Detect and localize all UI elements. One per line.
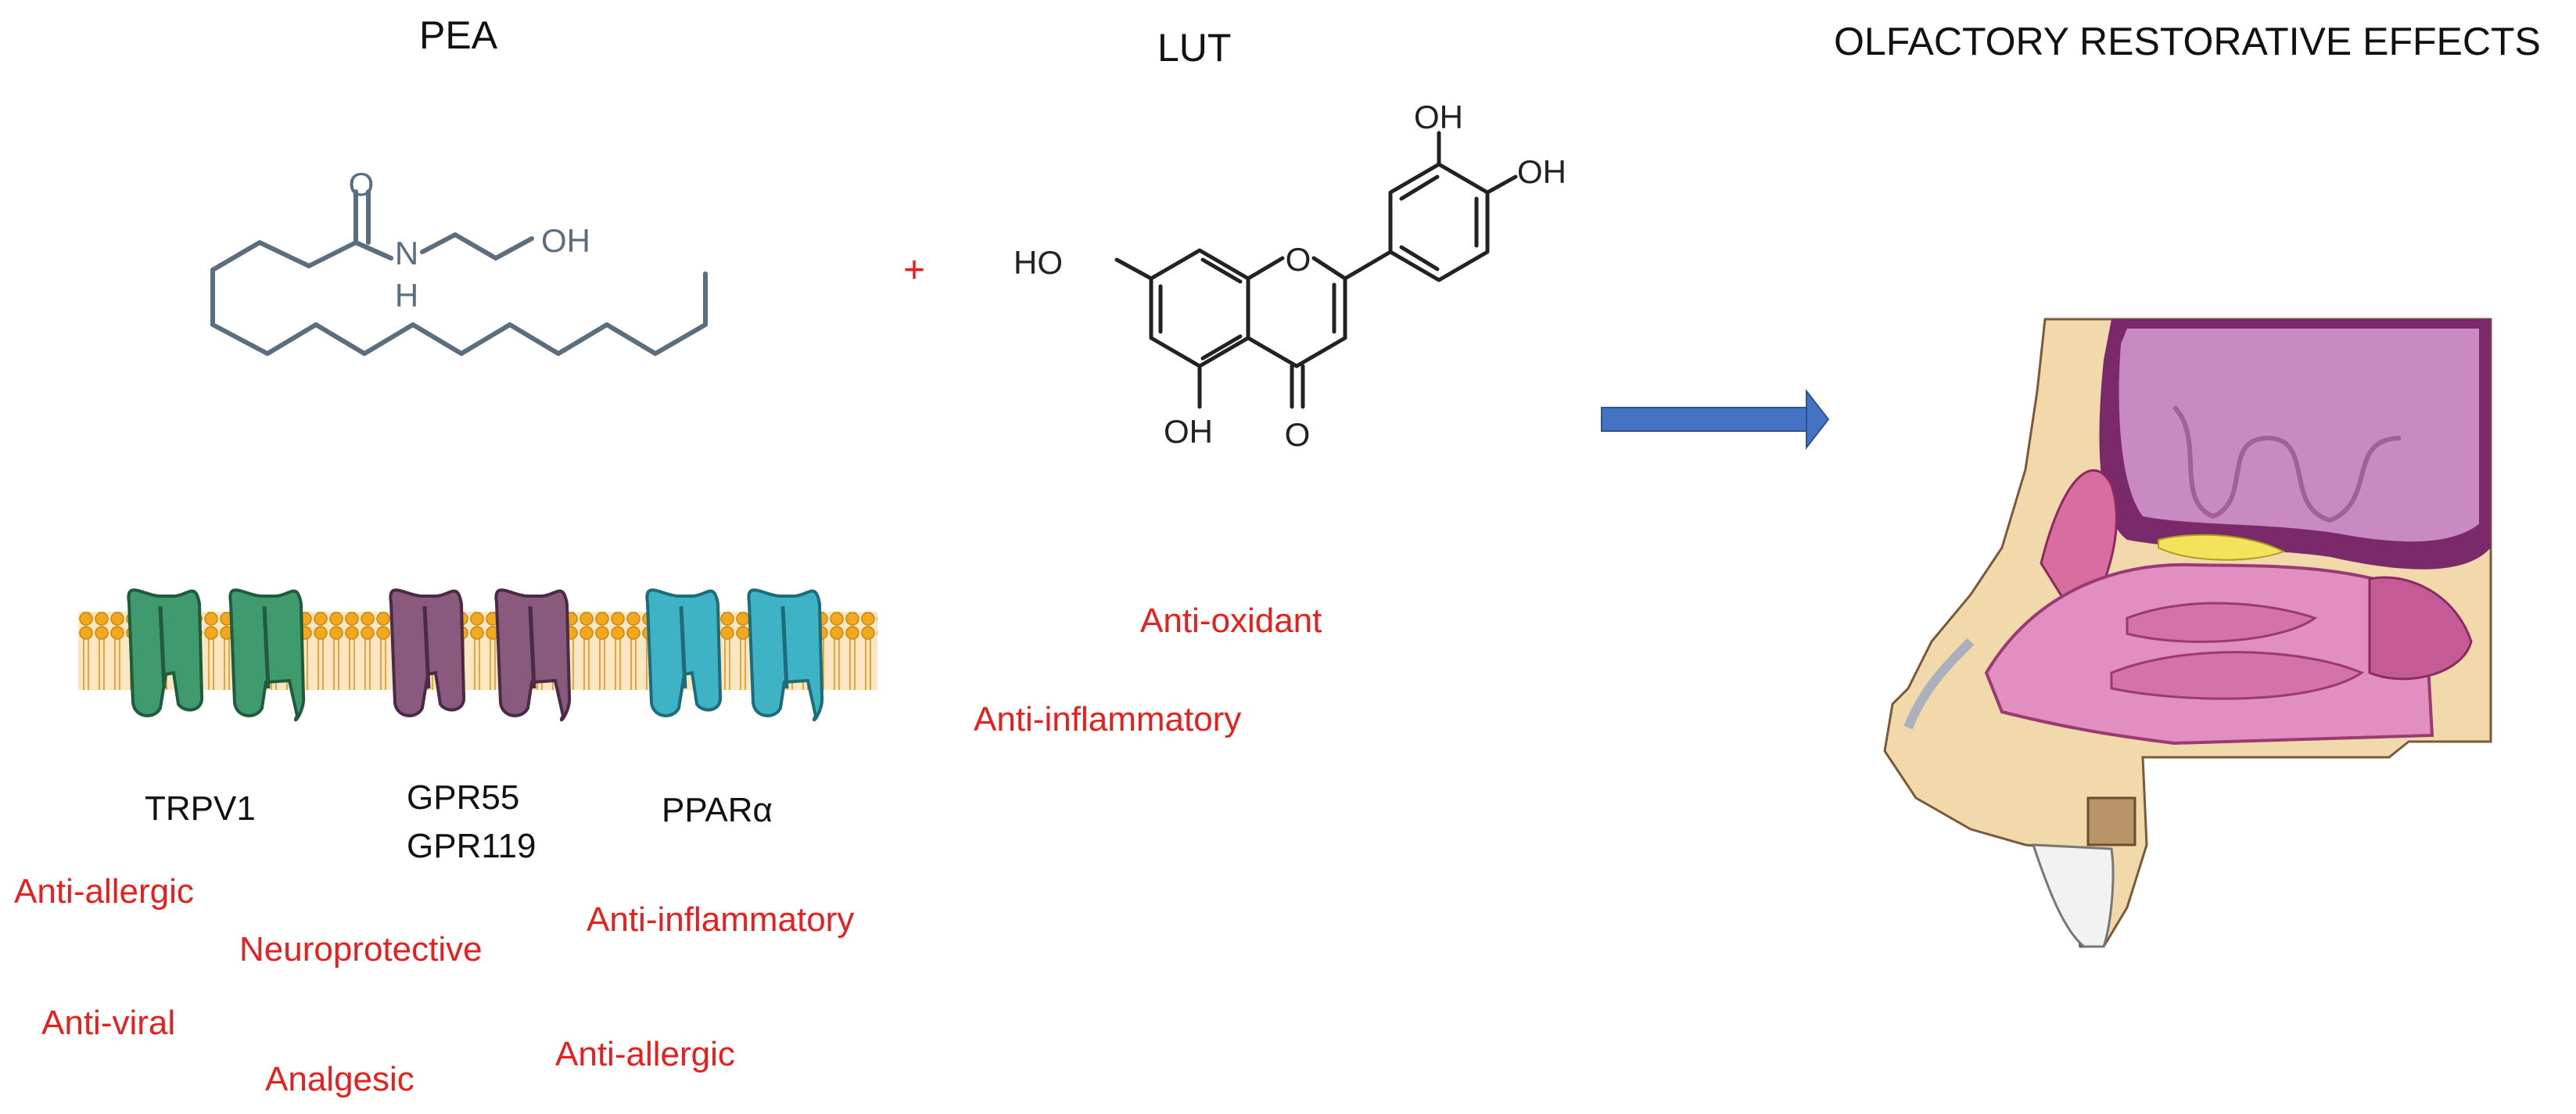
- pea-atom-oh: OH: [541, 222, 590, 259]
- nasal-cavity-illustration: [1883, 318, 2492, 948]
- luteolin-molecule: [1114, 131, 1518, 409]
- receptor-gpr119-label: GPR119: [407, 827, 536, 865]
- receptor-trpv1-label: TRPV1: [145, 789, 256, 828]
- receptor-gpr55-label: GPR55: [407, 778, 520, 817]
- lut-title: LUT: [1157, 26, 1232, 70]
- pea-effect-label: Neuroprotective: [239, 930, 483, 968]
- plus-sign: +: [903, 250, 926, 291]
- lut-effect-label: Anti-inflammatory: [974, 700, 1242, 738]
- right-arrow-icon: [1601, 389, 1830, 450]
- lut-atom-o-ring: O: [1286, 241, 1311, 278]
- pea-effect-label: Anti-inflammatory: [587, 900, 855, 939]
- ppara-receptor-2: [747, 588, 824, 722]
- pea-atom-n: N: [395, 235, 418, 271]
- pea-effect-label: Anti-viral: [41, 1004, 176, 1042]
- pea-molecule: [210, 189, 708, 356]
- olfactory-effects-title: OLFACTORY RESTORATIVE EFFECTS: [1834, 20, 2541, 63]
- gpr119-receptor: [494, 588, 572, 722]
- pea-atom-h: H: [395, 277, 418, 314]
- pea-effect-label: Anti-allergic: [14, 872, 194, 911]
- pea-effect-label: Anti-allergic: [555, 1035, 735, 1073]
- lut-effect-label: Anti-oxidant: [1140, 602, 1322, 640]
- pea-effect-label: Analgesic: [265, 1060, 414, 1098]
- lut-atom-oh-bottom: OH: [1164, 413, 1213, 450]
- lut-atom-ho: HO: [1014, 244, 1063, 281]
- ppara-receptor-1: [645, 588, 723, 717]
- pea-atom-o: O: [349, 166, 375, 203]
- trpv1-receptor-1: [127, 588, 204, 717]
- gpr55-receptor: [389, 588, 466, 717]
- trpv1-receptor-2: [228, 588, 306, 722]
- cell-membrane: [78, 612, 877, 690]
- pea-title: PEA: [419, 13, 498, 57]
- lut-atom-oh-top: OH: [1414, 99, 1463, 135]
- receptor-ppara-label: PPARα: [662, 791, 773, 829]
- lut-atom-oh-right: OH: [1517, 153, 1566, 190]
- lut-atom-o-keto: O: [1285, 416, 1311, 453]
